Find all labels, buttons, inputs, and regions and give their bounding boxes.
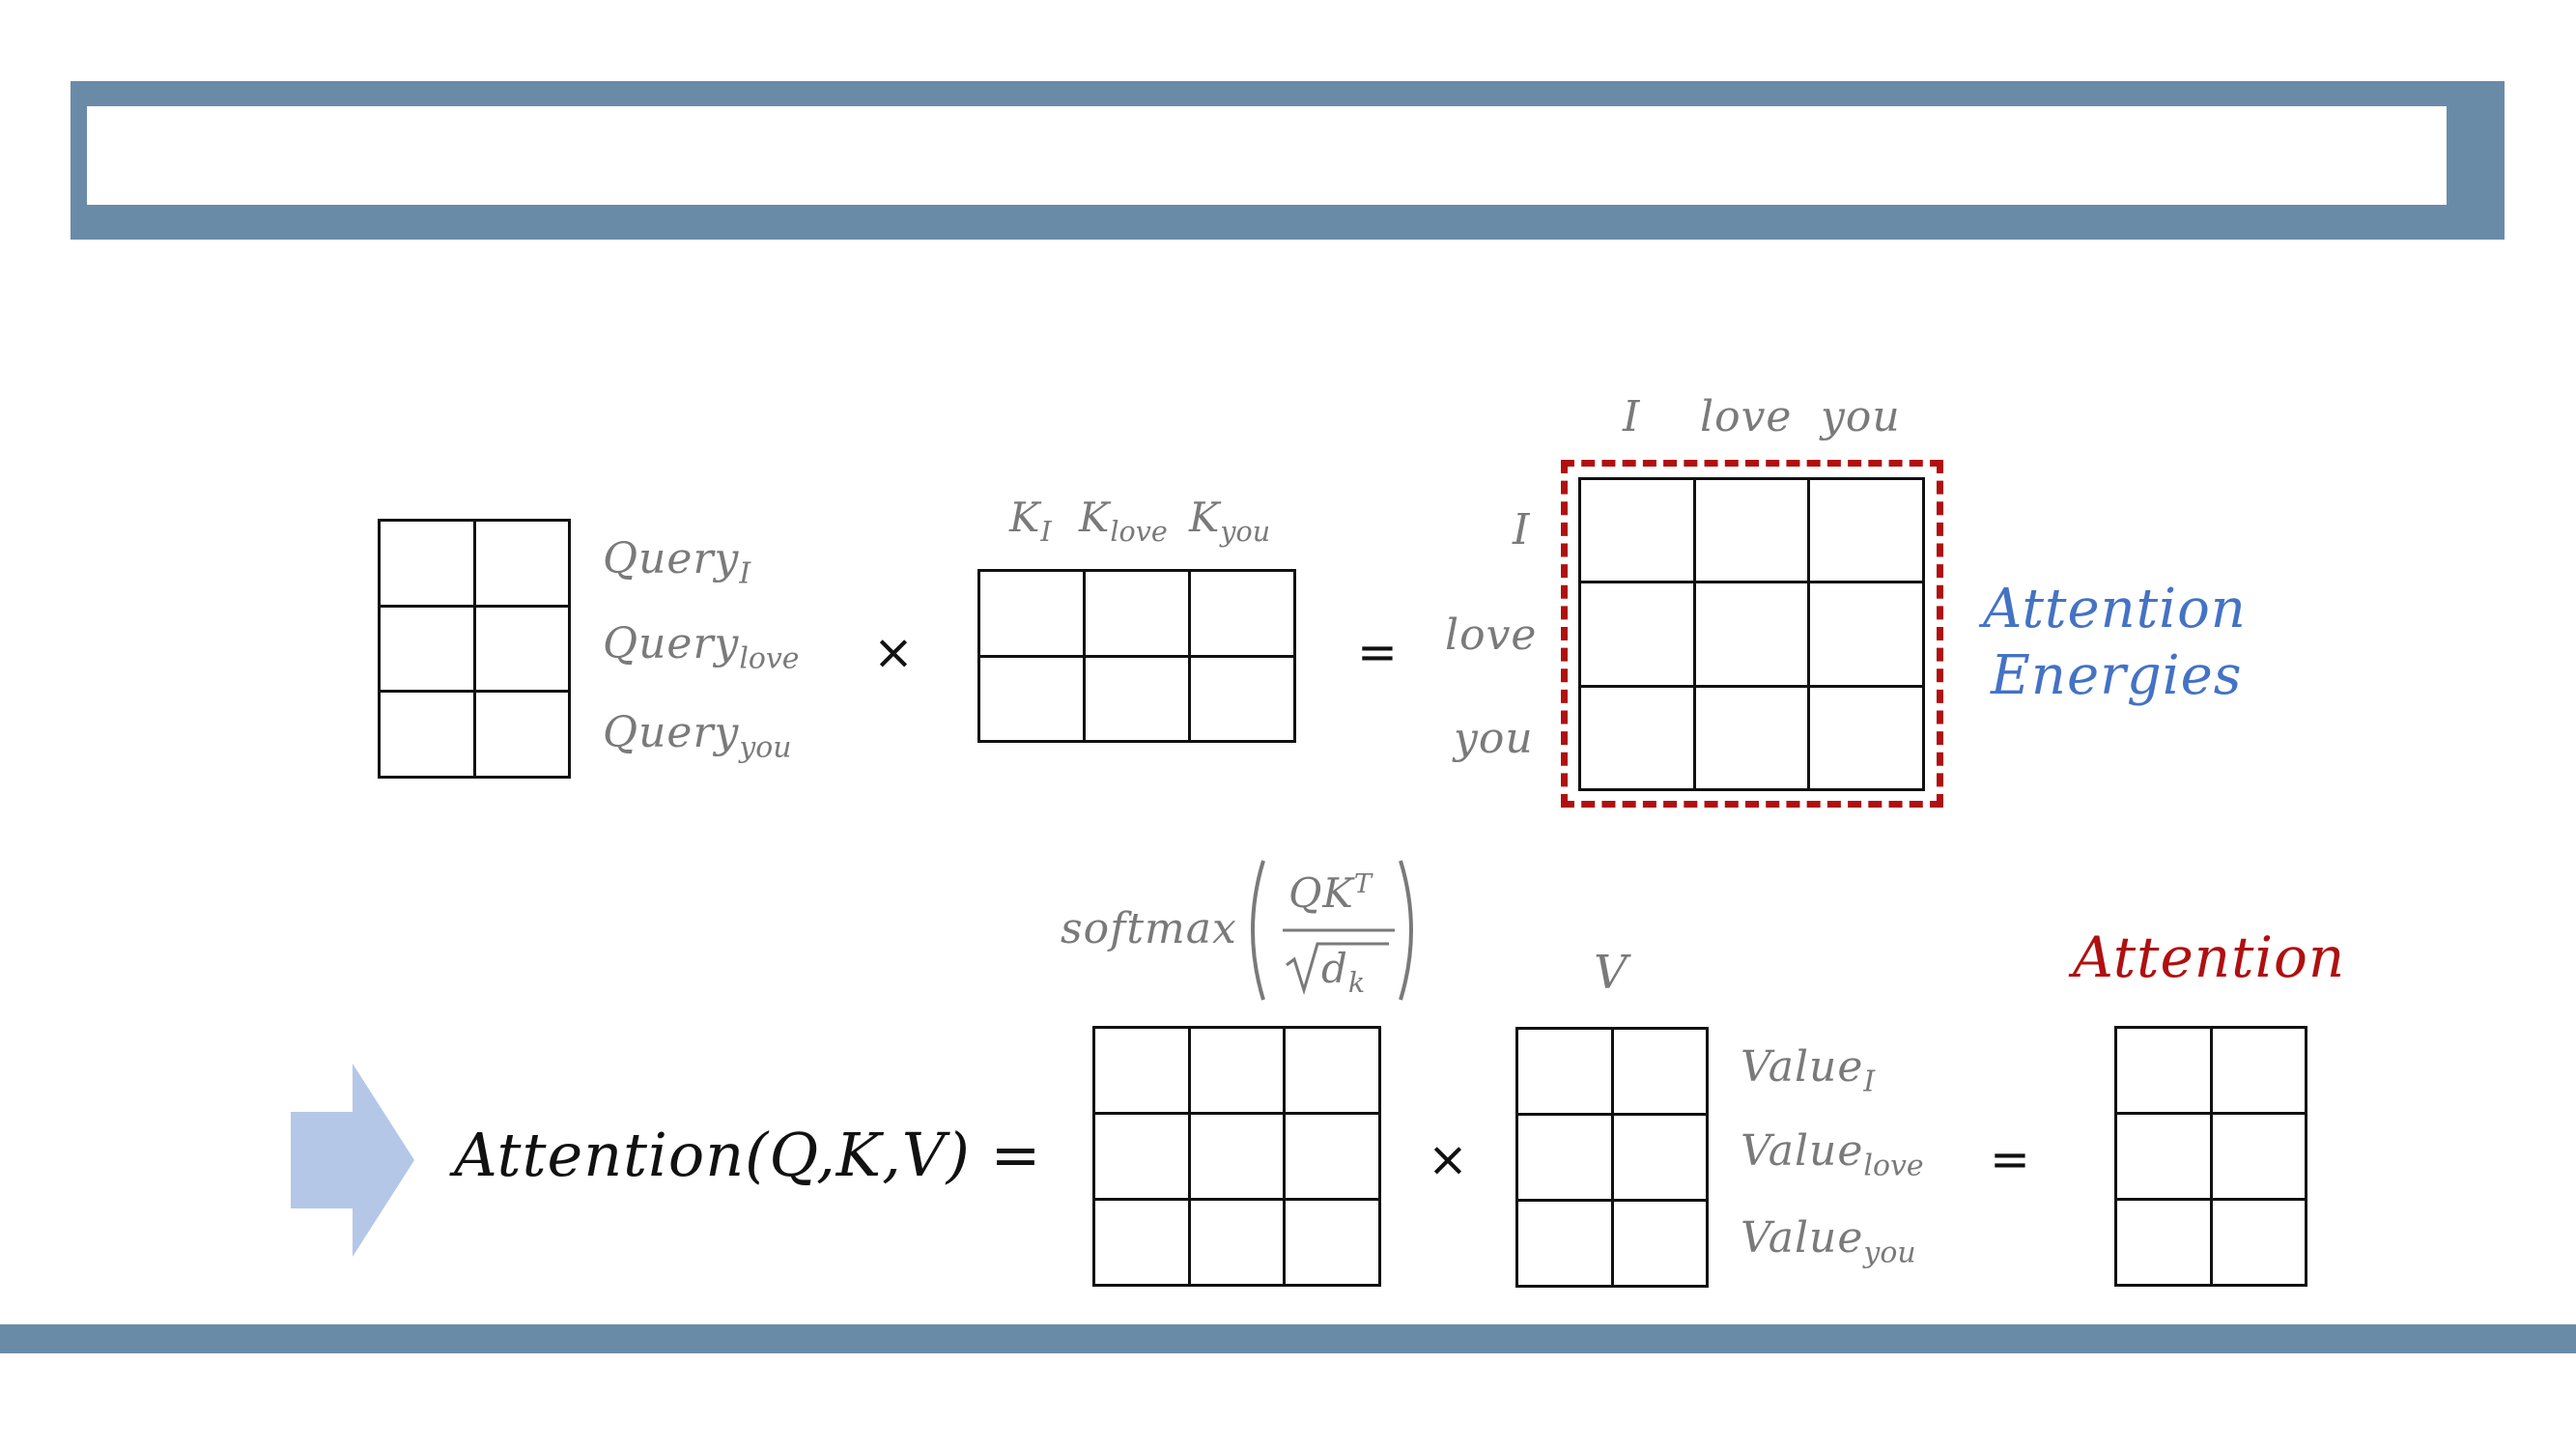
softmax-matrix [1092,1026,1381,1287]
col-token-you: you [1821,392,1901,441]
softmax-name: softmax [1061,904,1237,953]
equals-operator-1: = [1357,624,1398,680]
key-matrix [977,569,1296,743]
col-token-i: I [1623,392,1641,441]
value-label-you: Valueyou [1741,1213,1916,1270]
attention-output-matrix [2114,1026,2307,1287]
energies-highlight-box [1561,460,1943,808]
row-token-love: love [1445,611,1538,660]
v-label: V [1594,946,1628,1000]
row-token-i: I [1513,505,1531,554]
query-label-i: QueryI [603,534,751,591]
row-token-you: you [1454,714,1534,763]
value-label-love: Valuelove [1741,1126,1924,1183]
softmax-numerator: QKT [1288,869,1373,917]
query-matrix [378,519,571,779]
energies-matrix [1578,477,1925,791]
energies-label-line2: Energies [1991,644,2243,707]
key-label-i: KI [1009,494,1052,548]
key-label-you: Kyou [1189,494,1271,548]
attention-formula: Attention(Q,K,V) = [454,1120,1042,1190]
title-frame [71,81,2505,240]
times-operator-1: × [873,624,914,680]
attention-result-label: Attention [2073,924,2346,990]
softmax-expression: softmax QKT dk [1061,855,1418,1009]
title-area [87,106,2447,205]
bottom-bar [0,1324,2576,1353]
col-token-love: love [1700,392,1793,441]
value-label-i: ValueI [1741,1042,1876,1099]
right-arrow-icon [291,1064,414,1261]
value-matrix [1515,1027,1709,1288]
equals-operator-2: = [1990,1131,2030,1187]
times-operator-2: × [1428,1131,1468,1187]
query-label-you: Queryyou [603,708,792,765]
key-label-love: Klove [1079,494,1168,548]
softmax-denominator: dk [1321,945,1366,999]
query-label-love: Querylove [603,619,800,676]
energies-label-line1: Attention [1983,578,2247,640]
